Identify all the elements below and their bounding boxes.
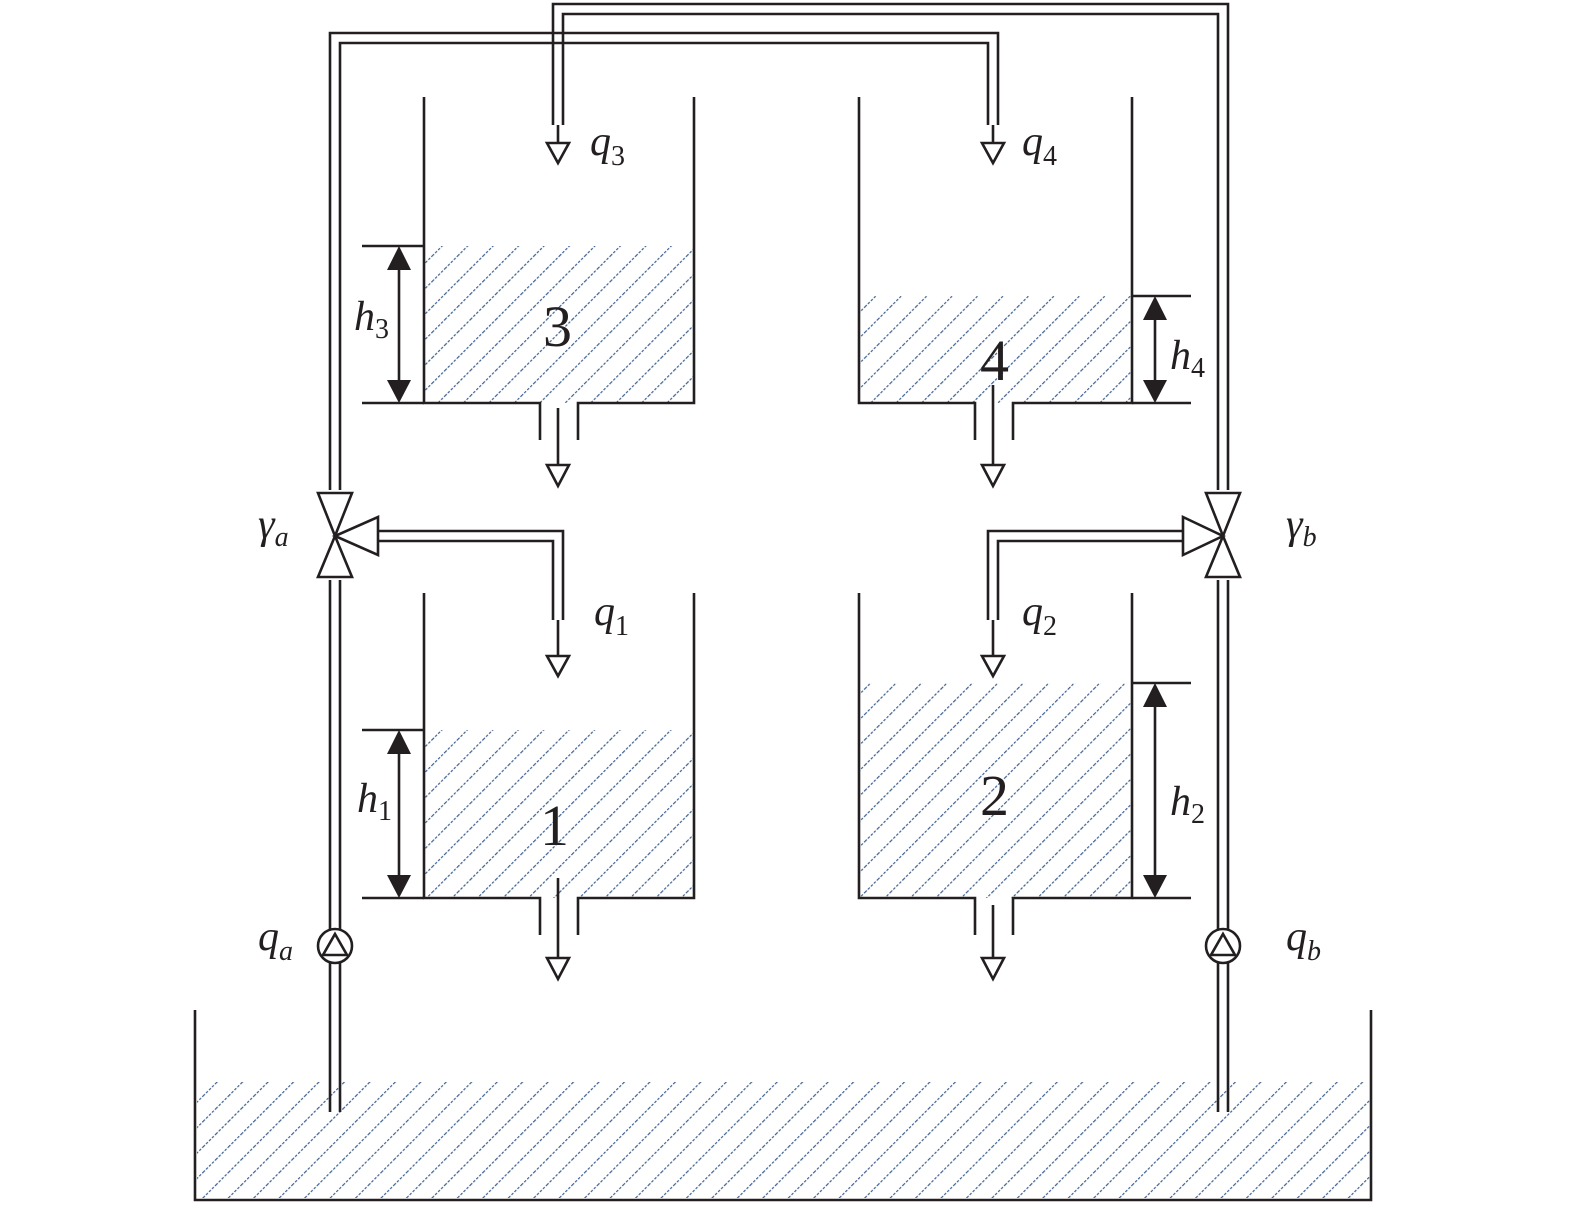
valve-a-label: γa [258, 502, 289, 553]
outflow-tank-3-arrow-icon [544, 463, 572, 489]
pipe-left-main [328, 31, 1000, 1112]
valve-b-label: γb [1286, 502, 1317, 553]
inflow-q3-arrow-icon [544, 141, 572, 166]
reservoir-water [197, 1082, 1371, 1198]
valve-b-icon [1181, 491, 1242, 579]
inflow-q3-label: q3 [590, 119, 625, 172]
level-h2-arrow-icon [1143, 683, 1167, 898]
level-h3-arrow-icon [387, 246, 411, 403]
outflow-tank-4-arrow-icon [979, 463, 1007, 489]
tank-2-label: 2 [980, 763, 1009, 828]
tank-1-label: 1 [540, 793, 569, 858]
inflow-q2-arrow-icon [979, 654, 1007, 679]
level-h4-label: h4 [1170, 333, 1205, 384]
tank-3-water [424, 246, 694, 403]
inflow-q4-label: q4 [1022, 119, 1057, 172]
inflow-q2-label: q2 [1022, 589, 1057, 642]
tank-4-label: 4 [980, 328, 1009, 393]
pipe-branch-tank-2 [986, 529, 1183, 620]
inflow-q1-arrow-icon [544, 654, 572, 679]
pipe-right-main [551, 2, 1230, 1112]
outflow-tank-2-arrow-icon [979, 956, 1007, 982]
tank-3 [362, 97, 696, 440]
pipe-branch-tank-1 [378, 529, 565, 620]
pump-b-label: qb [1286, 914, 1321, 967]
pump-b-icon [1204, 927, 1242, 965]
reservoir [193, 1010, 1373, 1202]
pump-a-label: qa [258, 914, 293, 967]
valve-a-icon [316, 491, 380, 579]
level-h1-label: h1 [357, 776, 392, 827]
level-h1-arrow-icon [387, 730, 411, 898]
level-h2-label: h2 [1170, 779, 1205, 830]
tank-2-water [859, 683, 1132, 898]
outflow-tank-1-arrow-icon [544, 956, 572, 982]
tank-3-label: 3 [543, 294, 572, 359]
inflow-q1-label: q1 [594, 589, 629, 642]
tank-2 [857, 593, 1191, 935]
tank-1 [362, 593, 696, 935]
tank-1-water [424, 730, 694, 898]
level-h4-arrow-icon [1143, 296, 1167, 403]
level-h3-label: h3 [354, 294, 389, 345]
tank-4 [857, 97, 1191, 440]
pump-a-icon [316, 927, 354, 965]
tank-4-water [859, 296, 1132, 403]
inflow-q4-arrow-icon [979, 141, 1007, 166]
